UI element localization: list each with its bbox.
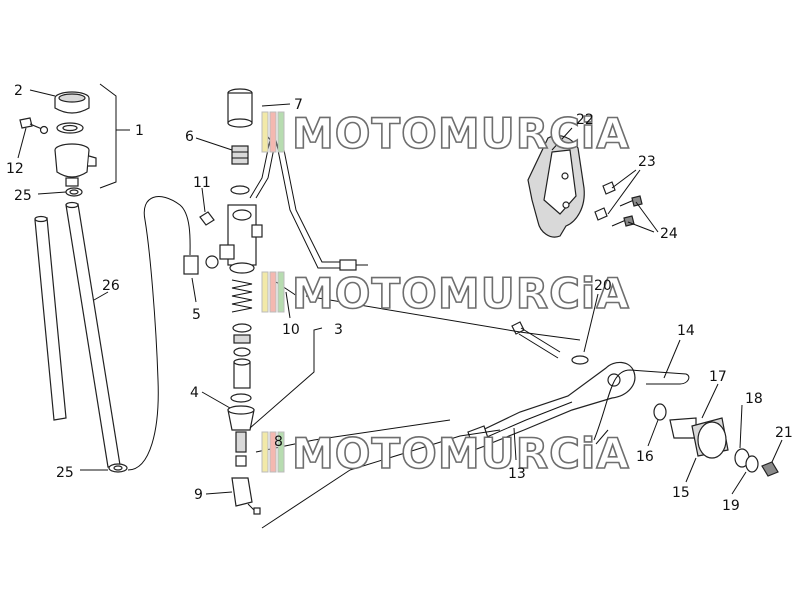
callout-labels: 1 2 3 4 5 6 7 8 9 10 11 12 13 14 15 16 1… — [6, 83, 793, 514]
pedal-pivot-bolt — [511, 321, 561, 359]
callout-26: 26 — [102, 278, 120, 294]
outlet-brake-pipe — [249, 127, 368, 299]
push-rod-boot — [227, 393, 255, 431]
callout-25-lower: 25 — [56, 465, 74, 481]
push-rod — [235, 431, 247, 467]
callout-25-upper: 25 — [14, 188, 32, 204]
heel-guard-plate — [527, 135, 585, 238]
reservoir-bolt — [19, 117, 49, 135]
watermark-bottom: MOTOMURCiA — [261, 428, 630, 479]
callout-11: 11 — [193, 175, 211, 191]
return-spring — [231, 279, 253, 313]
callout-16: 16 — [636, 449, 654, 465]
callout-9: 9 — [194, 487, 203, 503]
svg-text:MOTOMURCiA: MOTOMURCiA — [292, 109, 630, 158]
return-spring-pedal — [593, 369, 690, 445]
bleed-screw — [199, 211, 215, 226]
callout-7: 7 — [294, 97, 303, 113]
callout-15: 15 — [672, 485, 690, 501]
svg-text:MOTOMURCiA: MOTOMURCiA — [292, 269, 630, 318]
pivot-washer — [571, 355, 589, 365]
reservoir-cap — [54, 91, 90, 114]
guard-bolts — [611, 195, 643, 227]
callout-12: 12 — [6, 161, 24, 177]
callout-8: 8 — [274, 434, 283, 450]
watermark-middle: MOTOMURCiA — [261, 268, 630, 319]
callout-22: 22 — [576, 112, 594, 128]
rod-end-clevis — [231, 477, 261, 515]
inlet-elbow-fitting — [183, 255, 219, 275]
reservoir-seal — [56, 122, 84, 134]
inlet-connector — [231, 145, 249, 165]
callout-13: 13 — [508, 466, 526, 482]
callout-19: 19 — [722, 498, 740, 514]
callout-20: 20 — [594, 278, 612, 294]
callout-24: 24 — [660, 226, 678, 242]
callout-4: 4 — [190, 385, 199, 401]
callout-3: 3 — [334, 322, 343, 338]
callout-18: 18 — [745, 391, 763, 407]
piston — [233, 358, 251, 389]
hose-clamp-upper — [65, 187, 83, 197]
svg-text:MOTOMURCiA: MOTOMURCiA — [292, 429, 630, 478]
callout-14: 14 — [677, 323, 695, 339]
callout-10: 10 — [282, 322, 300, 338]
callout-17: 17 — [709, 369, 727, 385]
piston-seals — [232, 323, 252, 357]
pedal-bearing — [734, 448, 759, 473]
pivot-nut — [761, 461, 779, 477]
guard-screws — [594, 181, 616, 221]
leader-lines — [17, 83, 783, 529]
pedal-spacer-washer — [653, 403, 667, 421]
watermark-top: MOTOMURCiA — [261, 108, 630, 159]
callout-2: 2 — [14, 83, 23, 99]
connector-washer — [230, 185, 250, 195]
callout-1: 1 — [135, 123, 144, 139]
brake-fluid-reservoir — [54, 143, 97, 187]
callout-23: 23 — [638, 154, 656, 170]
fluid-inlet-cap — [227, 88, 253, 128]
hose-clamp-lower — [108, 463, 128, 473]
bleed-hose-outline — [127, 196, 191, 471]
callout-21: 21 — [775, 425, 793, 441]
pedal-sleeve — [691, 417, 729, 459]
callout-5: 5 — [192, 307, 201, 323]
master-cylinder-body — [219, 204, 263, 274]
reservoir-hose — [34, 201, 121, 468]
callout-6: 6 — [185, 129, 194, 145]
